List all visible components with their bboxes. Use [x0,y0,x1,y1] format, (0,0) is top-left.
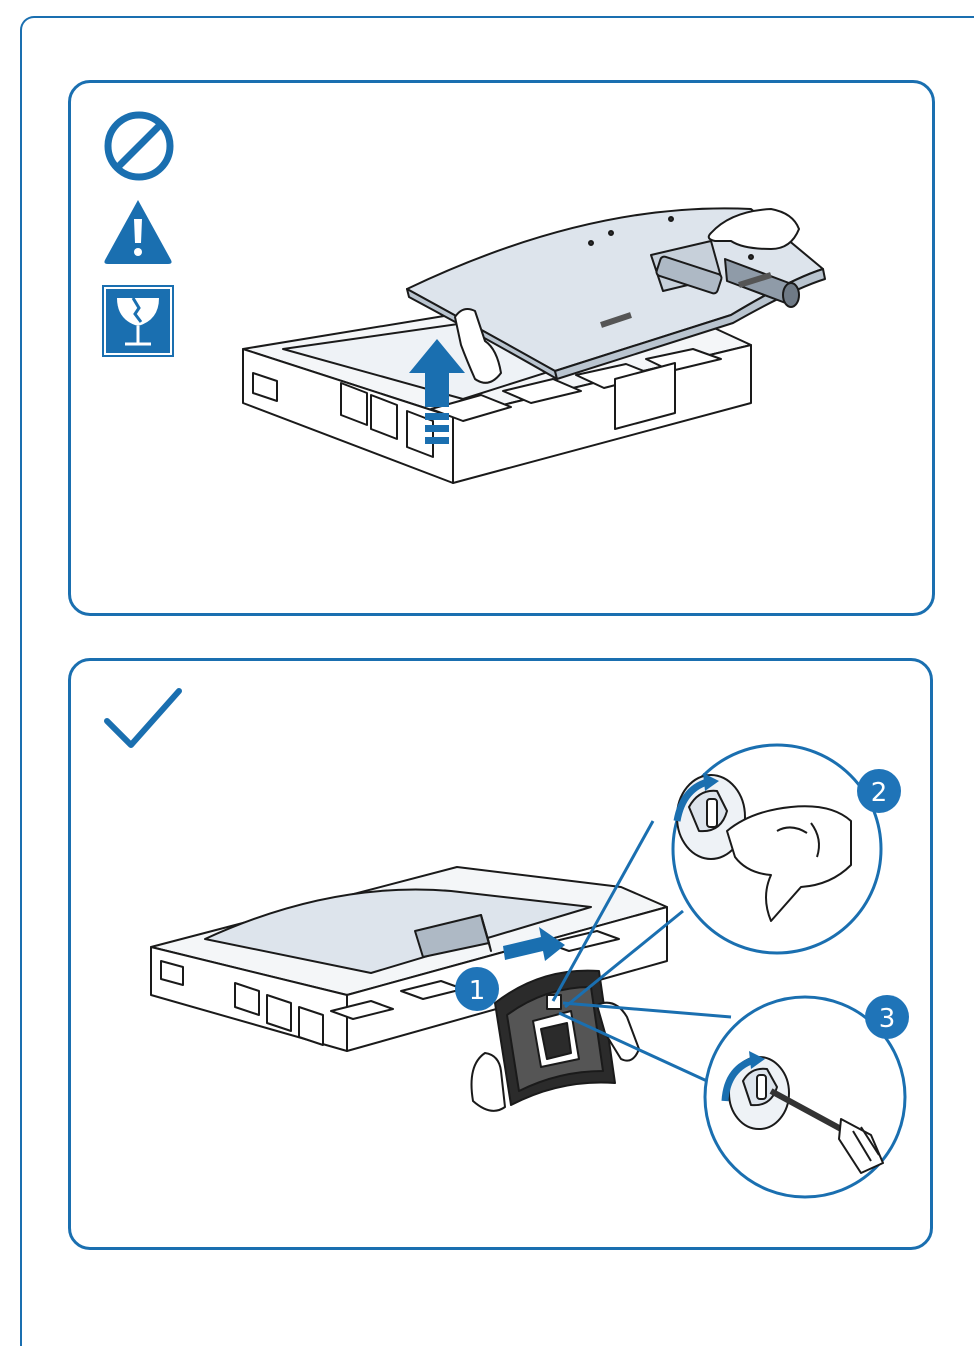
no-symbol-icon [104,111,174,181]
step-badge-2: 2 [857,769,901,813]
checkmark-icon [104,688,182,748]
zoom-connector [551,820,732,1083]
warning-triangle-icon [104,200,172,264]
monitor-in-foam [150,866,668,1052]
hand-icon [454,208,800,384]
detail-thumbscrew-screwdriver [703,995,907,1199]
stand-base [494,969,616,1106]
panel-correct-assembly: 1 2 3 [68,658,933,1250]
panel-incorrect-handling [68,80,935,616]
page-frame [20,16,974,1346]
step-badge-1: 1 [455,967,499,1011]
step-number-1: 1 [469,976,486,1006]
incorrect-handling-illustration [102,111,826,484]
fragile-glass-icon [102,285,174,357]
step-number-2: 2 [871,778,888,808]
detail-thumbscrew-hand [671,743,883,955]
step-number-3: 3 [879,1004,896,1034]
correct-assembly-illustration: 1 2 3 [104,688,909,1199]
right-arrow-icon [503,927,565,961]
up-arrow-icon [409,339,465,444]
step-badge-3: 3 [865,995,909,1039]
